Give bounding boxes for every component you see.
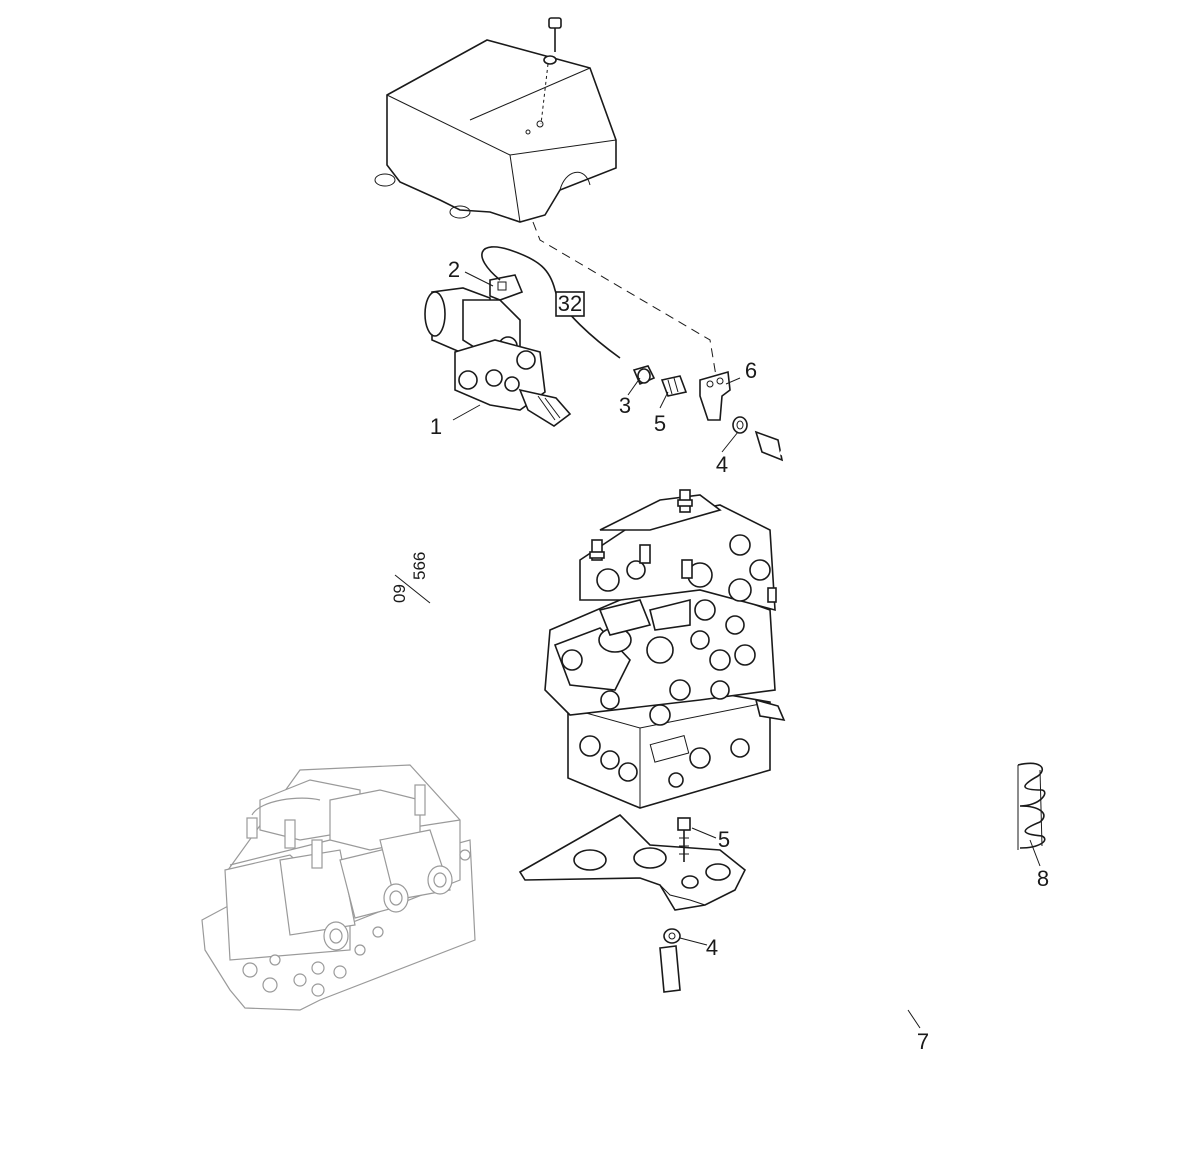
housing-cover: [374, 39, 617, 223]
callout-4-top: 4: [716, 452, 728, 477]
boxed-ref-label: 32: [558, 291, 582, 316]
drawing-ref-bottom: 09: [390, 584, 409, 603]
mounting-plate: [518, 814, 747, 911]
callout-8: 8: [1037, 866, 1049, 891]
solenoid-valve: [424, 287, 572, 427]
drawing-ref-top: 566: [410, 552, 429, 580]
fitting-5: [660, 375, 688, 397]
leader-lines: [452, 271, 1041, 1029]
callout-3: 3: [619, 393, 631, 418]
callout-4-lower: 4: [706, 935, 718, 960]
callout-7: 7: [917, 1029, 929, 1054]
callout-6: 6: [745, 358, 757, 383]
nut-4-top: [732, 416, 748, 434]
spiral-guard-8: [1017, 762, 1046, 850]
callout-1: 1: [430, 414, 442, 439]
callouts: 1 2 3 4 4 5 5 6 7 8: [430, 257, 1049, 1054]
screw: [540, 17, 562, 125]
plug-connector: [481, 246, 621, 359]
control-valve-block: [544, 489, 786, 809]
fitting-3: [632, 365, 656, 386]
callout-5-top: 5: [654, 411, 666, 436]
callout-2: 2: [448, 257, 460, 282]
reference-valve-block: [201, 764, 476, 1011]
hose-7: [659, 430, 1017, 1051]
nut-4-lower: [663, 928, 681, 944]
bracket-6: [699, 370, 731, 421]
drawing-reference: 566 09: [390, 552, 431, 604]
boxed-ref: 32: [555, 291, 585, 317]
fitting-5-lower: [677, 817, 691, 862]
callout-5-lower: 5: [718, 827, 730, 852]
